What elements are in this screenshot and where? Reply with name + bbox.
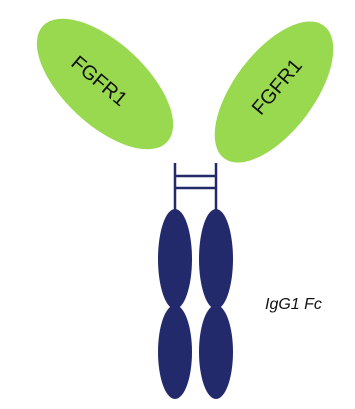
hinge-linker [175,163,216,210]
right-ch3-domain [199,305,233,399]
right-ch2-domain [199,209,233,309]
left-ch2-domain [158,209,192,309]
igg1-fc-label: IgG1 Fc [265,296,322,313]
left-ch3-domain [158,305,192,399]
igg1-fc-domain [158,209,233,399]
right-chain-connector [213,300,219,314]
left-chain-connector [172,300,178,314]
